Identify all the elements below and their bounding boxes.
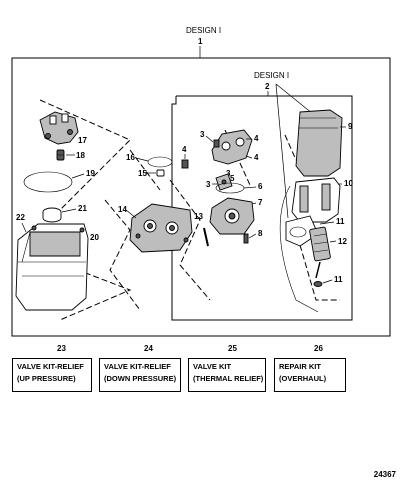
callout-1: 1 <box>198 37 203 46</box>
kit-25-box: VALVE KIT (THERMAL RELIEF) <box>188 358 266 392</box>
part-14-manifold <box>129 203 193 253</box>
callout-2: 2 <box>265 82 270 91</box>
callout-17: 17 <box>78 136 87 145</box>
part-21-fill-cap <box>42 207 62 223</box>
part-9-end-cap <box>295 109 343 177</box>
part-17-pump-body <box>39 111 79 145</box>
valve-spring-parts <box>215 173 233 191</box>
part-4-screw-a <box>181 159 189 169</box>
kit-24-box: VALVE KIT-RELIEF (DOWN PRESSURE) <box>99 358 181 392</box>
kit-24-number: 24 <box>144 344 153 353</box>
design-label-outer: DESIGN I <box>186 26 221 35</box>
drawing-code: 24367 <box>373 470 396 479</box>
kit-25-number: 25 <box>228 344 237 353</box>
design-label-inner: DESIGN I <box>254 71 289 80</box>
part-11-washer-b <box>313 281 323 287</box>
callout-4-c: 4 <box>254 153 259 162</box>
kit-25-line2: (THERMAL RELIEF) <box>193 374 264 383</box>
part-19-o-ring <box>23 171 73 193</box>
part-12-armature <box>309 226 331 279</box>
callout-22: 22 <box>16 213 25 222</box>
callout-14: 14 <box>118 205 127 214</box>
part-18-valve <box>56 149 65 161</box>
kit-26-box: REPAIR KIT (OVERHAUL) <box>274 358 346 392</box>
callout-9: 9 <box>348 122 353 131</box>
kit-26-line1: REPAIR KIT <box>279 362 321 371</box>
motor-leads <box>279 185 319 313</box>
kit-24-line2: (DOWN PRESSURE) <box>104 374 177 383</box>
kit-23-box: VALVE KIT-RELIEF (UP PRESSURE) <box>12 358 92 392</box>
callout-15: 15 <box>138 169 147 178</box>
callout-18: 18 <box>76 151 85 160</box>
callout-21: 21 <box>78 204 87 213</box>
callout-4-a: 4 <box>182 145 187 154</box>
callout-11-a: 11 <box>336 217 345 226</box>
part-16-o-ring <box>147 156 173 168</box>
callout-3-b: 3 <box>226 169 231 178</box>
callout-19: 19 <box>86 169 95 178</box>
callout-16: 16 <box>126 153 135 162</box>
kit-24-line1: VALVE KIT-RELIEF <box>104 362 171 371</box>
kit-23-number: 23 <box>57 344 66 353</box>
part-11-brush-a <box>285 215 319 247</box>
kit-23-line1: VALVE KIT-RELIEF <box>17 362 84 371</box>
part-20-reservoir <box>15 223 89 311</box>
callout-12: 12 <box>338 237 347 246</box>
callout-10: 10 <box>344 179 353 188</box>
callout-3-c: 3 <box>206 180 211 189</box>
kit-26-line2: (OVERHAUL) <box>279 374 327 383</box>
callout-11-b: 11 <box>334 275 343 284</box>
callout-3-a: 3 <box>200 130 205 139</box>
part-8-screw <box>243 233 249 244</box>
assembly-1-frame <box>11 57 391 337</box>
callout-5: 5 <box>230 174 235 183</box>
callout-13: 13 <box>194 212 203 221</box>
kit-25-line1: VALVE KIT <box>193 362 232 371</box>
callout-20: 20 <box>90 233 99 242</box>
valve-block-upper <box>211 129 253 165</box>
callout-7: 7 <box>258 198 263 207</box>
callout-6: 6 <box>258 182 263 191</box>
kit-26-number: 26 <box>314 344 323 353</box>
kit-23-line2: (UP PRESSURE) <box>17 374 76 383</box>
callout-8: 8 <box>258 229 263 238</box>
part-13-bolt <box>203 227 209 247</box>
part-15-nut <box>156 169 165 177</box>
assembly-2-frame <box>171 95 353 321</box>
part-10-field-housing <box>291 177 341 223</box>
callout-4-b: 4 <box>254 134 259 143</box>
part-7-mount-plate <box>209 197 255 235</box>
